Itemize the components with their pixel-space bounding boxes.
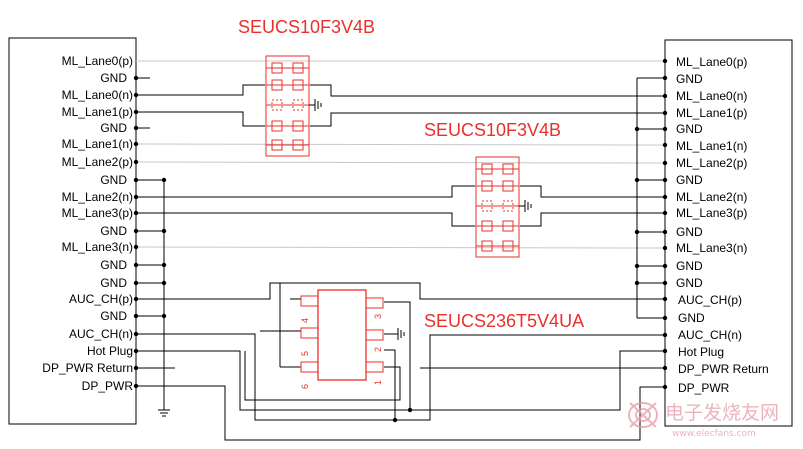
- watermark-text: 电子发烧友网: [665, 402, 779, 424]
- left-pin-label: GND: [100, 71, 127, 85]
- right-pin-label: GND: [678, 311, 705, 325]
- left-pin-label: GND: [100, 173, 127, 187]
- chip-1-label: SEUCS10F3V4B: [238, 17, 375, 37]
- light-signal-wires: [135, 60, 666, 249]
- chip-3-pin-number: 3: [373, 314, 383, 319]
- chip-3-pin-number: 1: [373, 380, 383, 385]
- right-pin-label: ML_Lane1(p): [676, 106, 747, 120]
- chip-2-label: SEUCS10F3V4B: [424, 120, 561, 140]
- right-pin-label: GND: [676, 72, 703, 86]
- chip-3-body: [300, 289, 384, 381]
- right-pin-label: Hot Plug: [678, 345, 724, 359]
- left-pin-label: ML_Lane3(p): [62, 206, 133, 220]
- right-pin-label: GND: [676, 225, 703, 239]
- right-pin-label: ML_Lane1(n): [676, 139, 747, 153]
- left-pin-label: ML_Lane2(n): [62, 190, 133, 204]
- right-pin-label: GND: [676, 173, 703, 187]
- chip-3-pin-number: 4: [300, 318, 310, 323]
- chip-3-label: SEUCS236T5V4UA: [424, 311, 584, 331]
- right-pin-label: GND: [676, 122, 703, 136]
- left-pin-label: ML_Lane3(n): [62, 240, 133, 254]
- right-pin-label: ML_Lane3(n): [676, 241, 747, 255]
- left-pin-label: GND: [100, 276, 127, 290]
- watermark-url: www.elecfans.com: [672, 429, 756, 439]
- right-pin-label: AUC_CH(p): [678, 293, 742, 307]
- chip-2-body: [475, 156, 525, 258]
- signal-wires: [136, 77, 665, 441]
- left-pin-label: ML_Lane1(p): [62, 105, 133, 119]
- left-pin-label: ML_Lane1(n): [62, 137, 133, 151]
- right-pin-label: ML_Lane0(n): [676, 89, 747, 103]
- left-pin-label: ML_Lane0(n): [62, 88, 133, 102]
- right-pin-label: AUC_CH(n): [678, 328, 742, 342]
- left-pin-label: GND: [100, 121, 127, 135]
- left-pin-label: GND: [100, 224, 127, 238]
- left-pin-label: GND: [100, 309, 127, 323]
- right-pin-label: ML_Lane3(p): [676, 206, 747, 220]
- left-pin-label: GND: [100, 258, 127, 272]
- chip-3-pin-number: 6: [300, 384, 310, 389]
- left-pin-label: AUC_CH(p): [69, 292, 133, 306]
- junction-dots: [133, 58, 668, 423]
- right-pin-label: ML_Lane0(p): [676, 55, 747, 69]
- left-pin-label: Hot Plug: [87, 344, 133, 358]
- left-pin-label: DP_PWR: [82, 379, 134, 393]
- right-pin-label: ML_Lane2(p): [676, 156, 747, 170]
- right-pin-label: GND: [676, 259, 703, 273]
- chip-1-body: [265, 55, 315, 157]
- right-connector-pin-labels: ML_Lane0(p) GND ML_Lane0(n) ML_Lane1(p) …: [676, 55, 769, 395]
- right-pin-label: ML_Lane2(n): [676, 190, 747, 204]
- left-connector-pin-labels: ML_Lane0(p) GND ML_Lane0(n) ML_Lane1(p) …: [42, 54, 133, 393]
- left-pin-label: ML_Lane0(p): [62, 54, 133, 68]
- right-pin-label: DP_PWR: [678, 381, 730, 395]
- watermark: 电子发烧友网 www.elecfans.com: [628, 402, 779, 439]
- left-pin-label: ML_Lane2(p): [62, 155, 133, 169]
- left-pin-label: AUC_CH(n): [69, 327, 133, 341]
- right-pin-label: DP_PWR Return: [678, 362, 769, 376]
- watermark-logo-icon: [628, 402, 658, 428]
- chip-3-pin-number: 2: [373, 347, 383, 352]
- right-pin-label: GND: [676, 276, 703, 290]
- left-pin-label: DP_PWR Return: [42, 361, 133, 375]
- chip-3-pin-number: 5: [300, 351, 310, 356]
